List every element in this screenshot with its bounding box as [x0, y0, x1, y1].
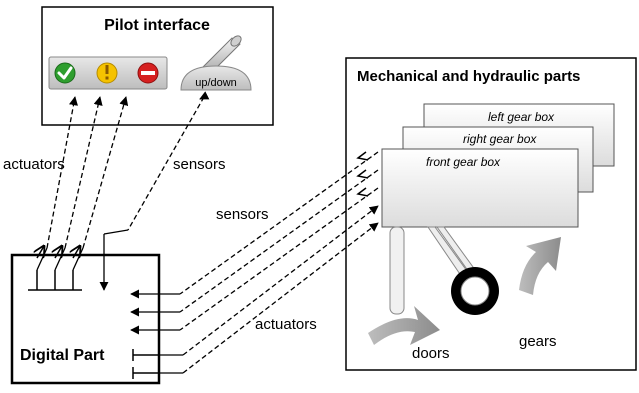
- digital-part-box: Digital Part: [10, 253, 161, 385]
- up-down-lever[interactable]: up/down: [180, 34, 252, 91]
- front-gear-box: front gear box: [381, 148, 579, 228]
- doors-label: doors: [412, 345, 450, 362]
- pilot-interface-panel: Pilot interface up/down: [41, 6, 274, 126]
- actuators-top-label: actuators: [3, 156, 65, 173]
- pilot-interface-title: Pilot interface: [104, 17, 210, 34]
- left-gear-box-label: left gear box: [488, 110, 555, 124]
- right-gear-box-label: right gear box: [463, 132, 537, 146]
- mechanical-actuator-links: [160, 205, 379, 374]
- actuator-connectors-top: [28, 270, 82, 291]
- front-gear-box-label: front gear box: [426, 155, 501, 169]
- gear-wheel: [451, 267, 499, 315]
- mechanical-parts-box: Mechanical and hydraulic parts left gear…: [345, 57, 637, 371]
- warning-light: [96, 62, 118, 84]
- indicator-lights-strip: [48, 56, 168, 90]
- mechanical-title: Mechanical and hydraulic parts: [357, 68, 580, 85]
- actuator-start-arrows: [37, 246, 80, 259]
- doors-motion-arrow: [368, 306, 440, 345]
- mechanical-sensor-links: [130, 151, 379, 335]
- gears-label: gears: [519, 333, 557, 350]
- sensor-source-arrows: [356, 151, 369, 197]
- lever-label: up/down: [195, 77, 237, 89]
- sensors-top-label: sensors: [173, 156, 226, 173]
- sensors-mid-label: sensors: [216, 206, 269, 223]
- green-check-light: [54, 62, 76, 84]
- digital-part-title: Digital Part: [20, 347, 105, 364]
- stop-light: [137, 62, 159, 84]
- gears-motion-arrow: [519, 237, 561, 295]
- actuator-connectors-right: [132, 349, 160, 379]
- actuators-mid-label: actuators: [255, 316, 317, 333]
- door-strut: [389, 226, 405, 315]
- pilot-sensor-link: [99, 91, 210, 291]
